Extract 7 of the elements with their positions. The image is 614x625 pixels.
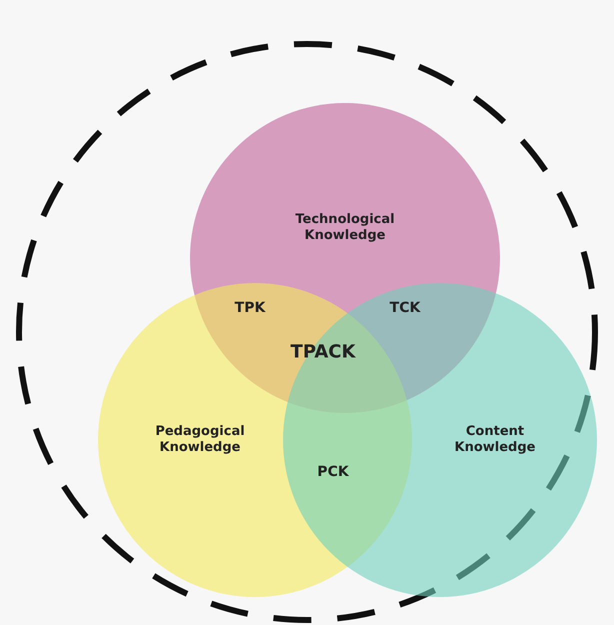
circle-label: Technological Knowledge (294, 212, 396, 244)
circle-label: Content Knowledge (454, 424, 536, 456)
overlap-label: PCK (317, 464, 349, 480)
circle-label: Pedagogical Knowledge (154, 424, 246, 456)
overlap-label: TCK (390, 300, 420, 316)
overlap-label: TPK (234, 300, 266, 316)
overlap-label: TPACK (290, 342, 356, 362)
